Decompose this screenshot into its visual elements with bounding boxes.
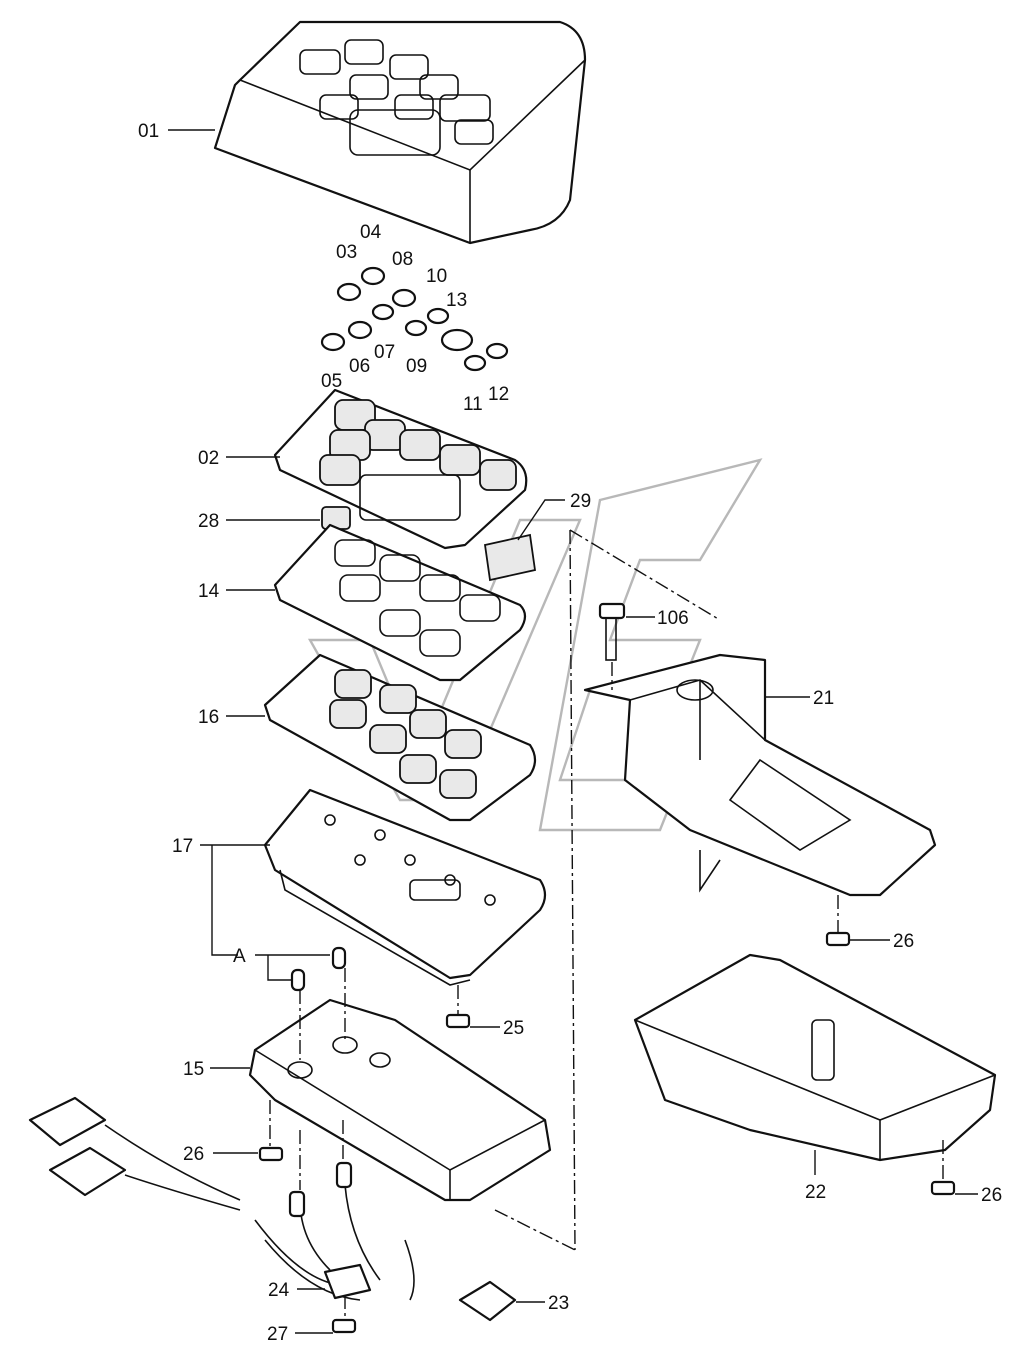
label-14: 14 <box>198 581 220 602</box>
label-02: 02 <box>198 448 219 469</box>
label-26-cover: 26 <box>981 1185 1002 1206</box>
label-16: 16 <box>198 707 219 728</box>
label-21: 21 <box>813 688 834 709</box>
part-14-contact-sheet <box>273 523 527 682</box>
label-01: 01 <box>138 121 159 142</box>
label-04: 04 <box>360 222 382 243</box>
label-09: 09 <box>406 356 427 377</box>
label-11: 11 <box>463 394 483 415</box>
label-26-case: 26 <box>183 1144 204 1165</box>
part-22-side-cover <box>633 953 997 1162</box>
small-buttons <box>320 266 509 372</box>
part-28-29-pads <box>321 506 537 582</box>
label-25: 25 <box>503 1018 524 1039</box>
label-03: 03 <box>336 242 357 263</box>
label-22: 22 <box>805 1182 826 1203</box>
label-a: A <box>233 946 246 967</box>
label-28: 28 <box>198 511 219 532</box>
part-17-circuit-board <box>263 788 547 986</box>
label-15: 15 <box>183 1059 204 1080</box>
part-21-bracket <box>583 653 937 897</box>
part-02-keypad-frame <box>273 388 528 550</box>
label-12: 12 <box>488 384 509 405</box>
wire-harness <box>28 1096 517 1322</box>
label-26-bracket: 26 <box>893 931 914 952</box>
label-29: 29 <box>570 491 591 512</box>
label-13: 13 <box>446 290 467 311</box>
label-27: 27 <box>267 1324 288 1345</box>
label-06: 06 <box>349 356 370 377</box>
label-23: 23 <box>548 1293 569 1314</box>
label-106: 106 <box>657 608 689 629</box>
leader-lines <box>168 129 978 1334</box>
guide-lines <box>269 529 944 1320</box>
bolts <box>258 602 956 1334</box>
label-08: 08 <box>392 249 413 270</box>
part-15-lower-case <box>248 998 552 1202</box>
label-17: 17 <box>172 836 193 857</box>
callout-labels: 01 04 03 08 10 13 07 06 09 05 12 11 02 2… <box>138 121 1002 1345</box>
part-01-top-cover <box>213 20 587 245</box>
label-24: 24 <box>268 1280 290 1301</box>
label-07: 07 <box>374 342 395 363</box>
label-10: 10 <box>426 266 447 287</box>
part-16-rubber-keys <box>263 653 537 822</box>
label-05: 05 <box>321 371 342 392</box>
